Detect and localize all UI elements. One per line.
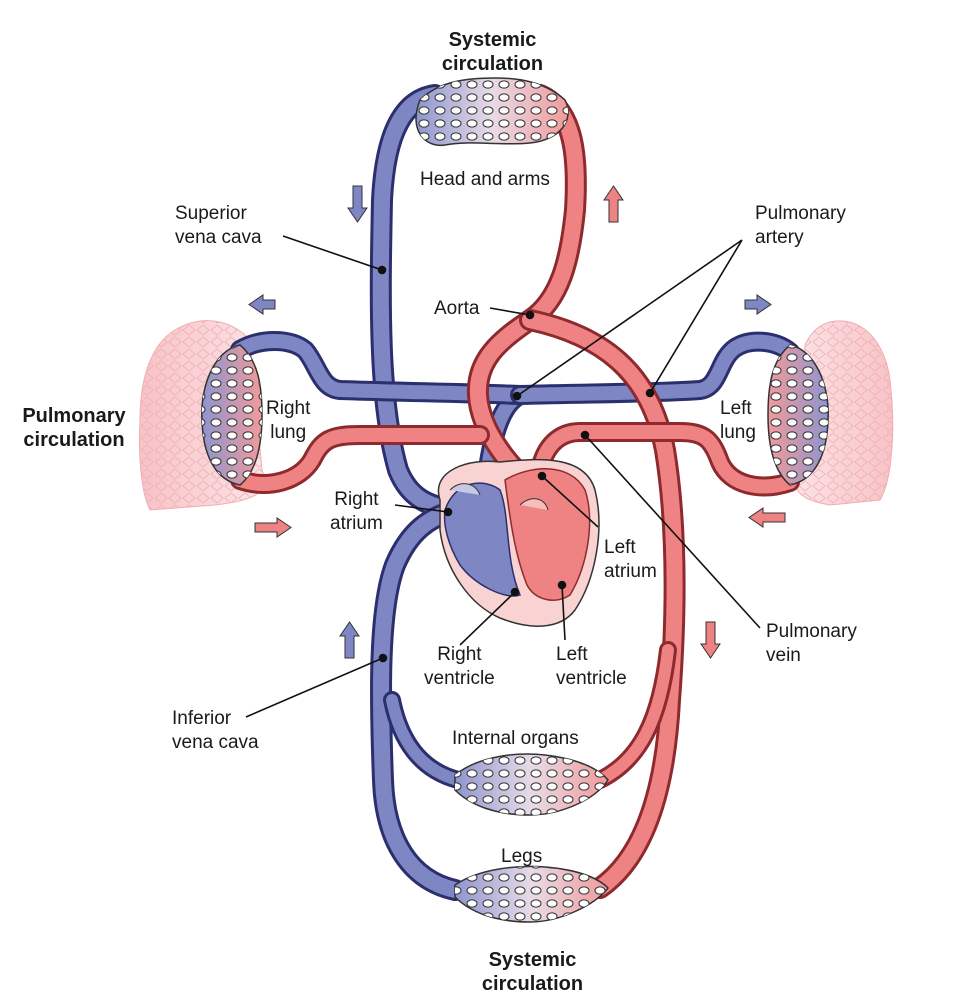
head-and-arms-label: Head and arms xyxy=(420,169,550,190)
left-lung-capillary-bed xyxy=(767,344,829,486)
up-arrow-icon xyxy=(339,621,360,659)
aorta-label: Aorta xyxy=(434,298,480,319)
right-lung-capillary-bed xyxy=(201,344,263,486)
oxygenated-vessels xyxy=(230,84,800,899)
legs-label: Legs xyxy=(501,846,543,867)
down-arrow-icon xyxy=(347,185,368,223)
down-arrow-icon xyxy=(700,621,721,659)
internal-organs-capillary-bed xyxy=(454,753,609,816)
internal-organs-label: Internal organs xyxy=(452,728,579,749)
left-arrow-icon xyxy=(248,294,276,315)
up-arrow-icon xyxy=(603,185,624,223)
left-arrow-icon xyxy=(748,507,786,528)
flow-arrows xyxy=(248,185,786,659)
right-arrow-icon xyxy=(254,517,292,538)
leader-lines xyxy=(245,235,761,718)
heart xyxy=(437,458,600,627)
right-arrow-icon xyxy=(744,294,772,315)
legs-capillary-bed xyxy=(454,865,609,923)
head-arms-capillary-bed xyxy=(415,77,569,146)
deoxygenated-vessels xyxy=(230,84,800,901)
